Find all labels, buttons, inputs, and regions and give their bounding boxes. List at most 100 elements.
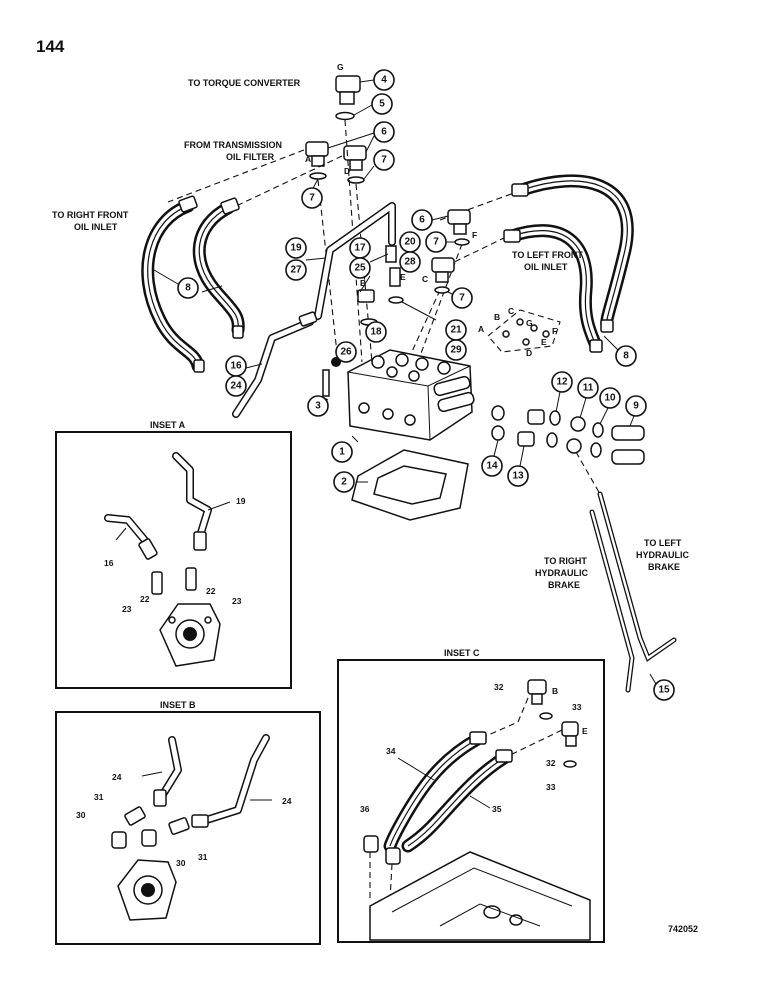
torque-converter-fitting: G xyxy=(335,62,375,105)
callout-4: 4 xyxy=(373,69,395,91)
svg-text:27: 27 xyxy=(290,265,302,276)
inset-c-elbow-left xyxy=(363,835,379,853)
letter-a: A xyxy=(305,154,311,164)
inset-c-dash-1 xyxy=(485,697,529,737)
figure-id: 742052 xyxy=(668,924,698,934)
svg-text:29: 29 xyxy=(450,345,462,356)
dash-d-hose xyxy=(231,155,343,209)
letter-c: C xyxy=(422,274,428,284)
svg-text:17: 17 xyxy=(354,243,366,254)
inset-a-tube-19 xyxy=(172,452,212,551)
svg-text:14: 14 xyxy=(486,461,498,472)
inset-c-35: 35 xyxy=(492,804,502,814)
inset-a-23-right: 23 xyxy=(232,596,242,606)
callout-1: 1 xyxy=(331,441,353,463)
callout-26: 26 xyxy=(335,341,357,363)
inset-c-32-top: 32 xyxy=(494,682,504,692)
letter-d: D xyxy=(344,166,350,176)
letter-f: F xyxy=(472,230,477,240)
inset-c-elbow-right xyxy=(385,847,401,865)
dash-brake xyxy=(575,451,601,495)
svg-text:10: 10 xyxy=(604,393,616,404)
label-to-torque-converter: TO TORQUE CONVERTER xyxy=(188,78,301,88)
svg-text:1: 1 xyxy=(339,447,345,458)
callout-15: 15 xyxy=(653,679,675,701)
inset-b: INSET B 24 24 31 31 30 30 xyxy=(55,700,321,945)
o-ring-c xyxy=(434,286,450,294)
svg-text:19: 19 xyxy=(290,243,302,254)
inset-a-fitting-right xyxy=(185,567,197,591)
inset-c-hose-34 xyxy=(383,731,487,853)
svg-text:7: 7 xyxy=(381,155,387,166)
callout-20: 20 xyxy=(399,231,421,253)
inset-b-fitting-31-left xyxy=(124,806,146,826)
callout-7-d: 7 xyxy=(373,149,395,171)
inset-b-housing xyxy=(117,859,177,921)
svg-text:25: 25 xyxy=(354,263,366,274)
label-from-transmission-2: OIL FILTER xyxy=(226,152,275,162)
callout-3: 3 xyxy=(307,395,329,417)
gasket-letter-d: D xyxy=(526,348,532,358)
inset-a: INSET A 19 16 22 22 23 23 xyxy=(55,420,292,689)
callout-25: 25 xyxy=(349,257,371,279)
inset-a-23-left: 23 xyxy=(122,604,132,614)
inset-b-elbow-30-right xyxy=(141,829,157,847)
callout-12: 12 xyxy=(551,371,573,393)
letter-g: G xyxy=(337,62,344,72)
fitting-f xyxy=(447,209,471,235)
callout-9: 9 xyxy=(625,395,647,417)
svg-text:2: 2 xyxy=(341,477,347,488)
label-from-transmission-1: FROM TRANSMISSION xyxy=(184,140,282,150)
inset-b-31-left: 31 xyxy=(94,792,104,802)
callout-7-f: 7 xyxy=(425,231,447,253)
callout-24: 24 xyxy=(225,375,247,397)
inset-a-tube-16 xyxy=(104,514,158,560)
label-to-left-brake-2: HYDRAULIC xyxy=(636,550,689,560)
gasket-letter-e: E xyxy=(541,337,547,347)
callout-29: 29 xyxy=(445,339,467,361)
callout-14: 14 xyxy=(481,455,503,477)
svg-text:4: 4 xyxy=(381,75,387,86)
label-to-right-front-1: TO RIGHT FRONT xyxy=(52,210,129,220)
svg-text:7: 7 xyxy=(433,237,439,248)
svg-text:6: 6 xyxy=(381,127,387,138)
hose-left-front-outer xyxy=(511,174,634,333)
hose-left-front-inner xyxy=(503,224,603,353)
page-number: 144 xyxy=(36,37,65,56)
inset-b-title: INSET B xyxy=(160,700,196,710)
callout-18: 18 xyxy=(365,321,387,343)
svg-text:21: 21 xyxy=(450,325,462,336)
inset-c-o-ring-bottom xyxy=(563,760,577,768)
inset-c-33-top: 33 xyxy=(572,702,582,712)
inset-c-title: INSET C xyxy=(444,648,480,658)
brake-line-right xyxy=(589,509,635,693)
svg-text:12: 12 xyxy=(556,377,568,388)
label-to-left-brake-1: TO LEFT xyxy=(644,538,682,548)
svg-text:8: 8 xyxy=(623,351,629,362)
callout-6-f: 6 xyxy=(411,209,433,231)
inset-b-elbow-30-left xyxy=(111,831,127,849)
hose-right-front-inner xyxy=(192,197,245,339)
o-ring-a xyxy=(309,172,327,180)
dash-c-port xyxy=(409,289,441,357)
inset-b-31-right: 31 xyxy=(198,852,208,862)
letter-e: E xyxy=(400,272,406,282)
svg-text:15: 15 xyxy=(658,685,670,696)
inset-c-33-bottom: 33 xyxy=(546,782,556,792)
svg-text:8: 8 xyxy=(185,283,191,294)
inset-a-16: 16 xyxy=(104,558,114,568)
fitting-c xyxy=(431,257,455,283)
inset-c-fitting-e xyxy=(561,721,579,737)
inset-c-hose-35 xyxy=(401,749,513,853)
label-to-left-front-1: TO LEFT FRONT xyxy=(512,250,583,260)
callout-16: 16 xyxy=(225,355,247,377)
inset-c-36: 36 xyxy=(360,804,370,814)
gasket-letter-b: B xyxy=(494,312,500,322)
svg-text:7: 7 xyxy=(309,193,315,204)
svg-text:11: 11 xyxy=(583,383,594,394)
o-ring-d xyxy=(347,176,365,184)
svg-text:24: 24 xyxy=(230,381,242,392)
fitting-17-25 xyxy=(357,289,375,303)
inset-b-24-left: 24 xyxy=(112,772,122,782)
